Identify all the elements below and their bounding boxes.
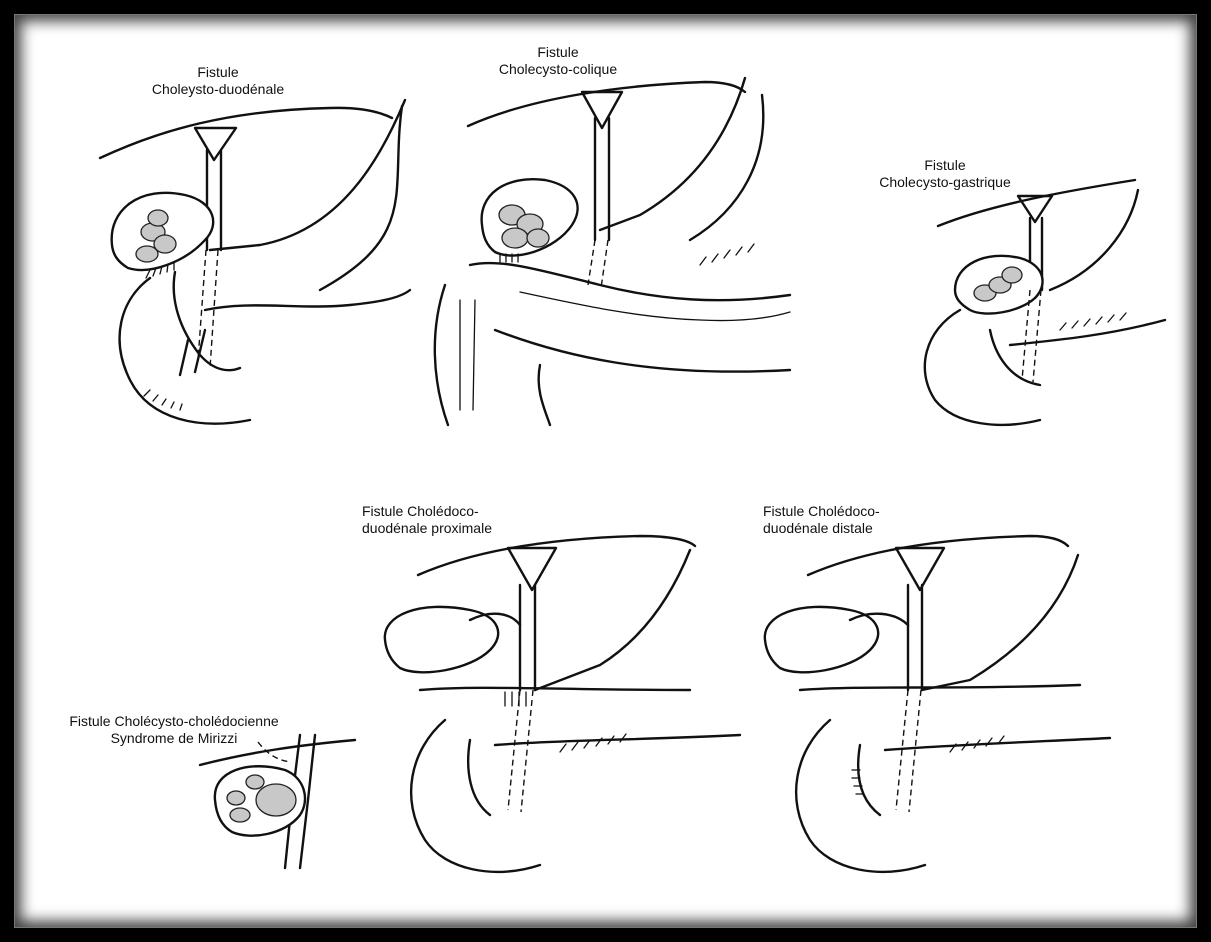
label-choledoco-distale: Fistule Cholédoco- duodénale distale <box>763 503 880 537</box>
gallstone <box>502 228 528 248</box>
label-mirizzi: Fistule Cholécysto-cholédocienne Syndrom… <box>36 713 312 747</box>
label-line: Fistule <box>128 64 308 81</box>
label-line: duodénale proximale <box>362 520 492 537</box>
label-line: Choleysto-duodénale <box>128 81 308 98</box>
panel-choledoco-proximale-drawing <box>385 536 740 872</box>
panel-choledoco-distale-drawing <box>765 536 1110 872</box>
gallstone <box>527 229 549 247</box>
panel-cholecysto-duodenale-drawing <box>100 100 410 424</box>
label-line: Fistule <box>855 157 1035 174</box>
label-cholecysto-gastrique: Fistule Cholecysto-gastrique <box>855 157 1035 191</box>
gallstone <box>136 246 158 262</box>
gallstone <box>246 775 264 789</box>
panel-cholecysto-colique-drawing <box>435 78 790 425</box>
gallstone <box>227 791 245 805</box>
panel-cholecysto-gastrique-drawing <box>925 180 1165 425</box>
label-cholecysto-colique: Fistule Cholecysto-colique <box>468 44 648 78</box>
label-line: Fistule Cholédoco- <box>763 503 880 520</box>
label-choledoco-proximale: Fistule Cholédoco- duodénale proximale <box>362 503 492 537</box>
label-line: Cholecysto-colique <box>468 61 648 78</box>
gallstone <box>256 784 296 816</box>
label-line: Syndrome de Mirizzi <box>36 730 312 747</box>
label-line: Cholecysto-gastrique <box>855 174 1035 191</box>
gallstone <box>1002 267 1022 283</box>
gallstone <box>148 210 168 226</box>
gallstone <box>230 808 250 822</box>
label-cholecysto-duodenale: Fistule Choleysto-duodénale <box>128 64 308 98</box>
label-line: Fistule Cholédoco- <box>362 503 492 520</box>
label-line: Fistule <box>468 44 648 61</box>
panel-mirizzi-drawing <box>200 735 355 868</box>
label-line: Fistule Cholécysto-cholédocienne <box>36 713 312 730</box>
label-line: duodénale distale <box>763 520 880 537</box>
